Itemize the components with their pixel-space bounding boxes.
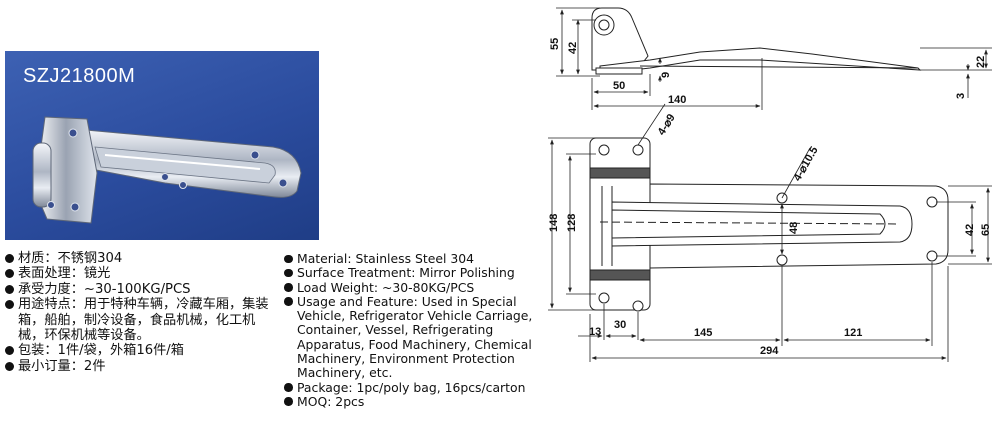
side-view — [591, 7, 922, 75]
dim-label-3: 3 — [955, 93, 967, 99]
spec-item-cn: 最小订量：2件 — [5, 359, 277, 374]
dim-label-42b: 42 — [964, 224, 976, 236]
hinge-photo — [32, 116, 302, 224]
spec-list-english: Material: Stainless Steel 304 Surface Tr… — [284, 251, 546, 409]
bullet-icon — [5, 361, 14, 371]
dim-label-145: 145 — [694, 327, 712, 339]
dim-label-55: 55 — [549, 38, 561, 50]
bullet-icon — [284, 383, 293, 392]
spec-item-cn: 包装：1件/袋，外箱16件/箱 — [5, 343, 277, 358]
bullet-icon — [284, 397, 293, 406]
dim-label-9: 9 — [660, 72, 672, 78]
dim-label-42: 42 — [567, 42, 579, 54]
top-view — [589, 137, 949, 312]
spec-item-en: Material: Stainless Steel 304 — [284, 251, 546, 266]
technical-drawing: 55 42 9 50 140 22 3 — [548, 7, 992, 362]
dim-label-30: 30 — [614, 319, 626, 331]
side-view-labels: 55 42 9 50 140 22 3 — [549, 38, 987, 106]
bullet-icon — [5, 269, 14, 279]
hinge-leaf — [32, 116, 98, 224]
spec-item-cn: 材质：不锈钢304 — [5, 251, 277, 266]
spec-item-cn: 用途特点：用于特种车辆，冷藏车厢，集装箱，船舶，制冷设备，食品机械，化工机械，环… — [5, 297, 277, 343]
bullet-icon — [284, 283, 293, 292]
dim-label-48: 48 — [788, 222, 800, 234]
bullet-icon — [284, 297, 293, 306]
side-view-dimensions — [556, 7, 992, 110]
spec-item-en: Package: 1pc/poly bag, 16pcs/carton — [284, 380, 546, 395]
bullet-icon — [284, 254, 293, 263]
dim-label-65: 65 — [980, 224, 992, 236]
bullet-icon — [5, 254, 14, 263]
dim-label-140: 140 — [668, 94, 686, 106]
spec-item-en: Load Weight: ~30-80KG/PCS — [284, 280, 546, 295]
dim-label-128: 128 — [566, 214, 578, 232]
spec-item-cn: 承受力度：~30-100KG/PCS — [5, 282, 277, 297]
dim-label-121: 121 — [844, 327, 862, 339]
top-view-dimensions — [548, 103, 992, 362]
hinge-body — [74, 128, 302, 198]
dim-label-148: 148 — [548, 214, 560, 232]
spec-item-en: MOQ: 2pcs — [284, 394, 546, 409]
bullet-icon — [5, 300, 14, 310]
bullet-icon — [5, 284, 14, 294]
bullet-icon — [5, 346, 14, 356]
dim-label-13: 13 — [589, 326, 601, 338]
dim-label-294: 294 — [760, 345, 779, 357]
bullet-icon — [284, 268, 293, 278]
dim-label-50: 50 — [613, 80, 625, 92]
dim-label-22: 22 — [975, 56, 987, 68]
hole-label-small: 4-⌀9 — [656, 112, 678, 137]
hole-label-large: 4-⌀10.5 — [791, 145, 820, 184]
spec-item-cn: 表面处理：镜光 — [5, 266, 277, 281]
spec-item-en: Usage and Feature: Used in Special Vehic… — [284, 294, 546, 381]
model-code: SZJ21800M — [23, 65, 136, 87]
product-photo-panel: SZJ21800M — [5, 51, 319, 240]
spec-item-en: Surface Treatment: Mirror Polishing — [284, 266, 546, 280]
spec-list-chinese: 材质：不锈钢304 表面处理：镜光 承受力度：~30-100KG/PCS 用途特… — [5, 251, 277, 374]
